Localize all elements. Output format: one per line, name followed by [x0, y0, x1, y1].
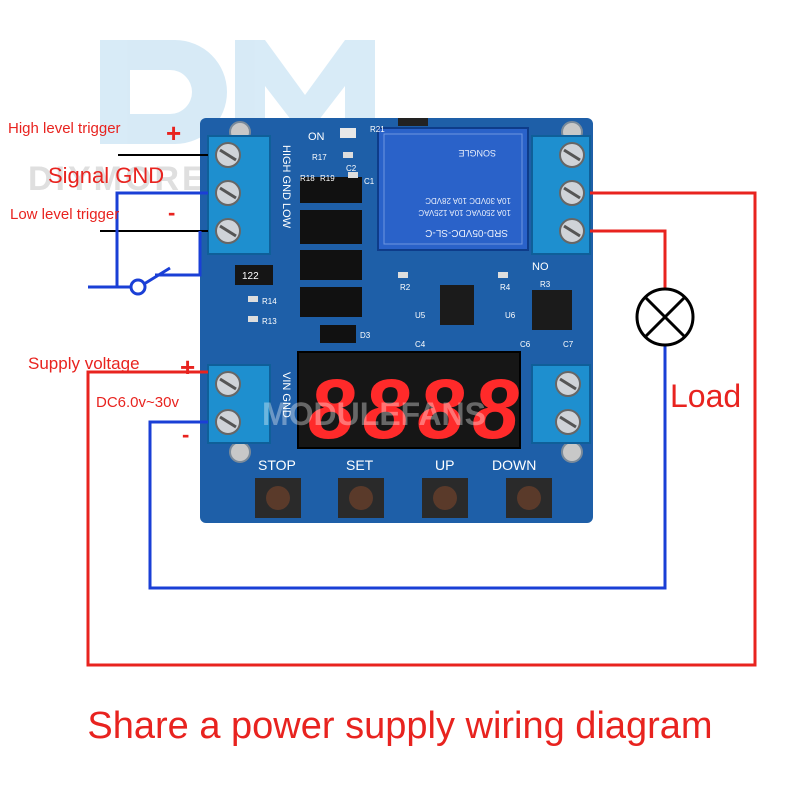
relay-rating-1: 10A 250VAC 10A 125VAC [418, 208, 511, 217]
smd-part [248, 316, 258, 322]
blue-wire-load [148, 345, 667, 590]
dm-logo-watermark [100, 40, 375, 144]
trigger-terminal-marking: HIGH GND LOW [280, 145, 292, 229]
supply-minus: - [182, 422, 190, 447]
button-up[interactable] [422, 478, 468, 518]
label-r17: R17 [312, 153, 327, 162]
label-c4: C4 [415, 340, 426, 349]
modulefans-watermark: MODULEFANS [262, 396, 486, 432]
label-r14: R14 [262, 297, 277, 306]
output-terminal-block [531, 364, 591, 444]
smd-part [398, 272, 408, 278]
label-u5: U5 [415, 311, 426, 320]
label-r2: R2 [400, 283, 411, 292]
high-trigger-label: High level trigger [8, 120, 121, 137]
switch-wire-right [155, 231, 202, 277]
smd-part [498, 272, 508, 278]
switch-lever [143, 266, 171, 286]
relay-model: SRD-05VDC-SL-C [425, 227, 508, 238]
button-down[interactable] [506, 478, 552, 518]
diagram-caption: Share a power supply wiring diagram [87, 705, 713, 747]
signal-gnd-label: Signal GND [48, 163, 165, 188]
red-wire [86, 191, 757, 667]
relay-no-label: NO [532, 261, 549, 273]
label-c7: C7 [563, 340, 574, 349]
on-led-label: ON [308, 131, 325, 143]
smd-part [248, 296, 258, 302]
button-stop[interactable] [255, 478, 301, 518]
low-trigger-label: Low level trigger [10, 206, 120, 223]
power-terminal-block [207, 364, 271, 444]
trigger-terminal-block [207, 135, 271, 255]
label-r4: R4 [500, 283, 511, 292]
button-down-label: DOWN [492, 457, 536, 473]
mount-hole [229, 441, 251, 463]
high-trigger-plus: + [166, 118, 182, 148]
supply-voltage-label: Supply voltage [28, 354, 140, 373]
load-label: Load [670, 378, 742, 414]
seven-segment-display [297, 351, 521, 449]
display-digits: 8888 [308, 362, 527, 456]
mount-hole [561, 441, 583, 463]
relay-terminal-block [531, 135, 591, 255]
on-led [340, 128, 356, 138]
button-set[interactable] [338, 478, 384, 518]
wiring [86, 154, 757, 667]
label-r3: R3 [540, 280, 551, 289]
supply-plus: + [180, 352, 196, 382]
ic-chip [300, 210, 362, 244]
label-c1: C1 [364, 177, 375, 186]
low-trigger-minus: - [168, 200, 176, 225]
ic-chip [300, 177, 362, 203]
power-terminal-marking: VIN GND [280, 372, 292, 418]
switch-contact [129, 278, 147, 296]
relay-brand: SONGLE [458, 148, 496, 158]
label-c2: C2 [346, 164, 357, 173]
button-stop-label: STOP [258, 457, 296, 473]
component-122: 122 [242, 271, 259, 282]
label-d3: D3 [360, 331, 371, 340]
red-wire-load [590, 229, 667, 290]
label-u6: U6 [505, 311, 516, 320]
lamp-load-icon [635, 287, 695, 347]
diode-d3 [320, 325, 356, 343]
label-c6: C6 [520, 340, 531, 349]
relay [377, 118, 529, 251]
ic-chip [300, 287, 362, 317]
smd-part [343, 152, 353, 158]
label-r13: R13 [262, 317, 277, 326]
label-r21: R21 [370, 125, 385, 134]
ic-chip [300, 250, 362, 280]
dc-range-label: DC6.0v~30v [96, 394, 179, 411]
button-set-label: SET [346, 457, 374, 473]
label-r18: R18 [300, 174, 315, 183]
transistor [440, 285, 474, 325]
label-r19: R19 [320, 174, 335, 183]
transistor [532, 290, 572, 330]
resistor-122 [235, 265, 273, 285]
relay-rating-2: 10A 30VDC 10A 28VDC [425, 196, 511, 205]
button-up-label: UP [435, 457, 454, 473]
smd-part [348, 172, 358, 178]
